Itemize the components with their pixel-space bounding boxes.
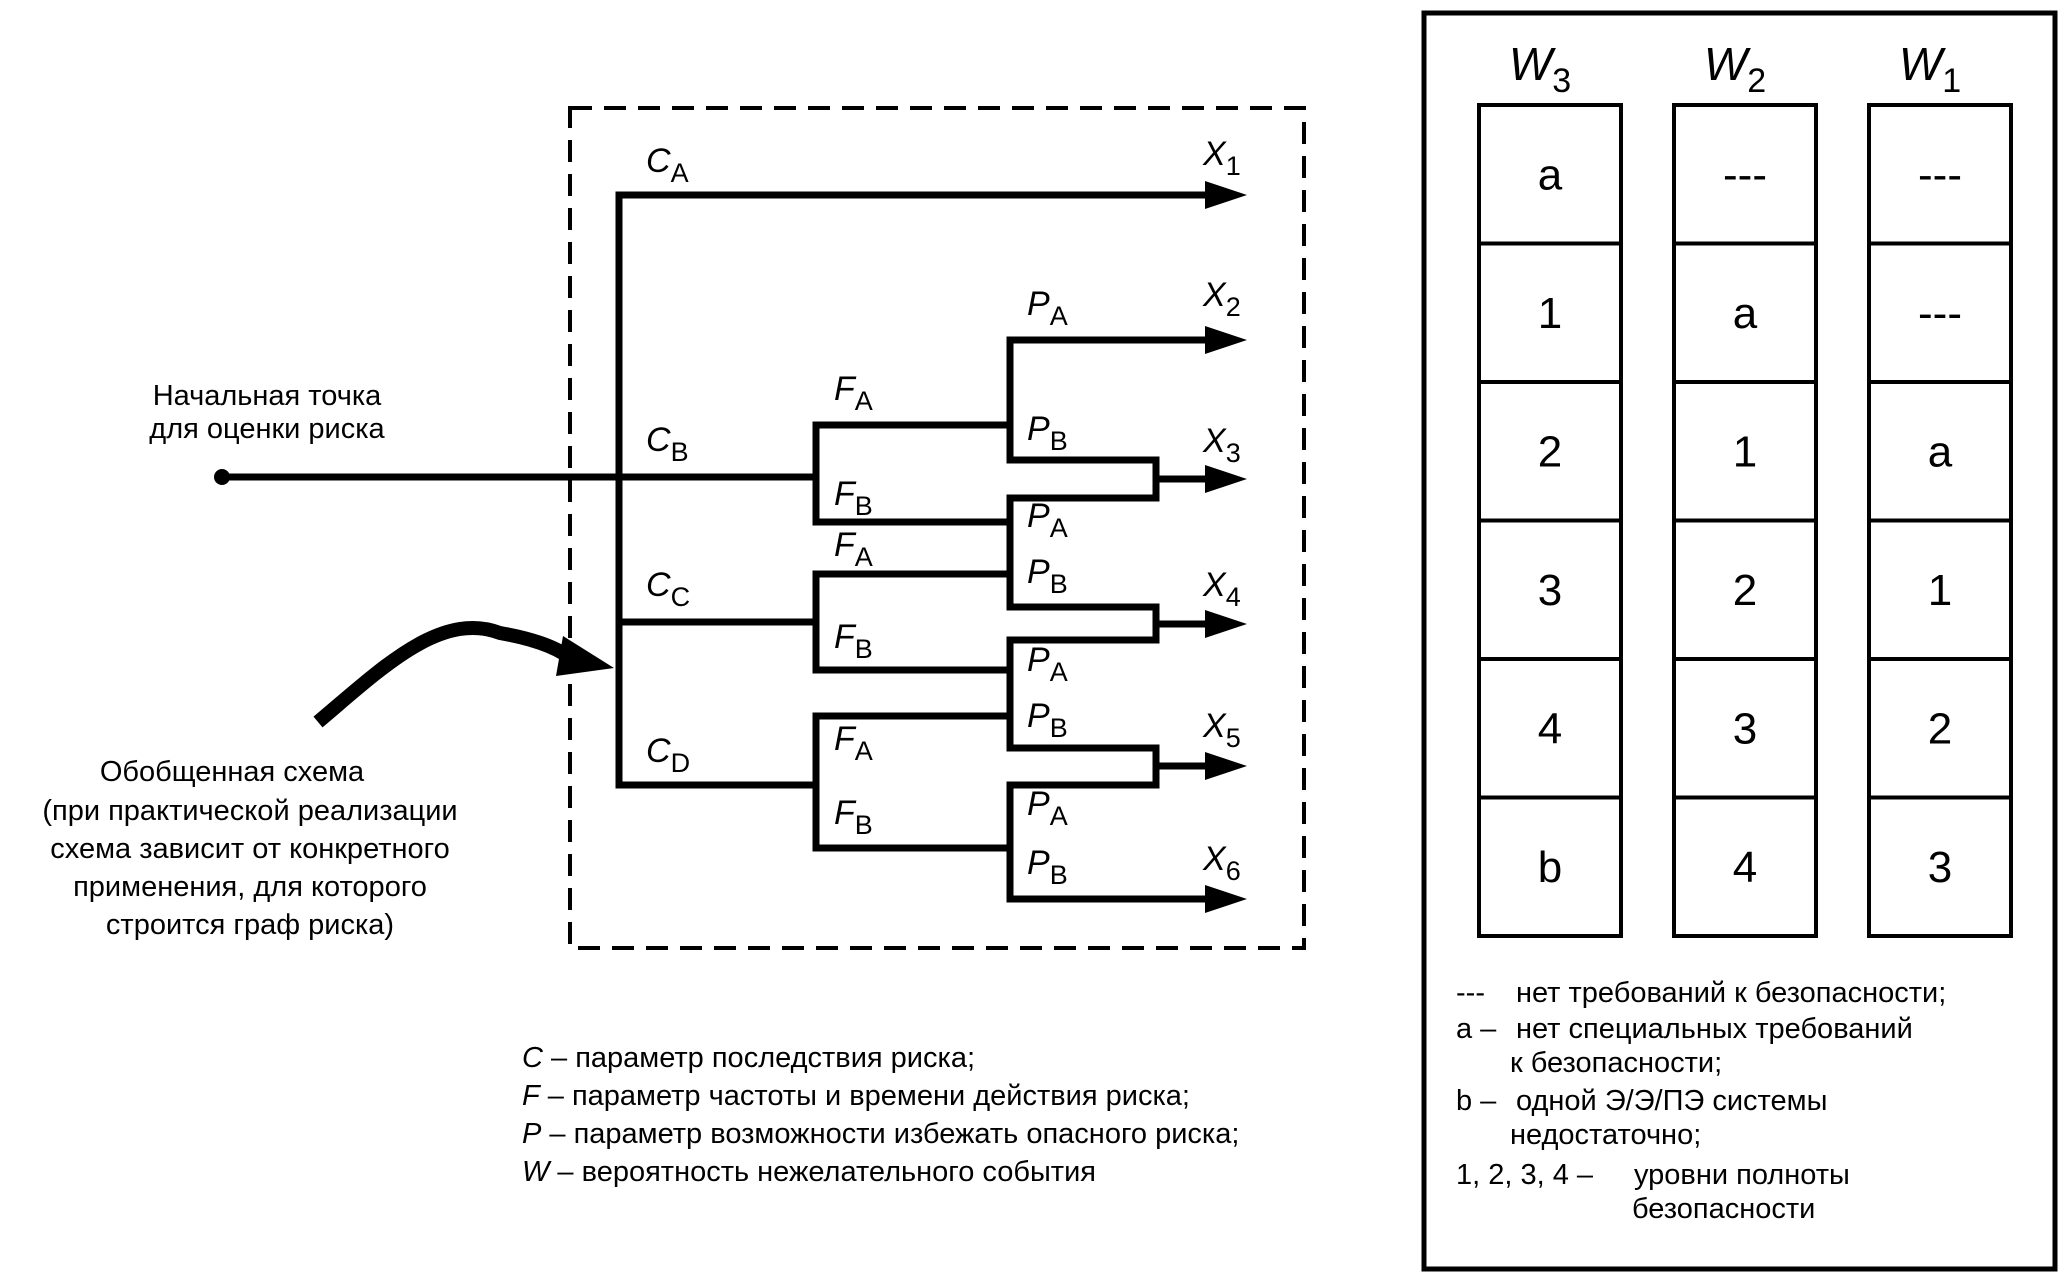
generalized-scheme-pointer-arrowhead-icon — [556, 636, 614, 676]
output-arrowheads — [1205, 181, 1247, 913]
w-table-cell — [1867, 795, 2013, 938]
w-table-cell-value: 3 — [1928, 843, 1952, 892]
w-table-cell-value: a — [1538, 150, 1563, 199]
label-pa: PA — [1027, 785, 1068, 831]
generalized-scheme-pointer-arrow — [313, 621, 580, 728]
label-cb: CB — [646, 421, 689, 467]
arrowhead-x2-icon — [1205, 326, 1247, 354]
legend-levels-cont: безопасности — [1632, 1193, 1815, 1225]
arrowhead-x4-icon — [1205, 610, 1247, 638]
w-table-cell-value: a — [1928, 427, 1953, 476]
arrowhead-x5-icon — [1205, 752, 1247, 780]
label-fb: FB — [834, 618, 873, 664]
w-table: W3 a 1 2 3 4 b W2 --- a 1 2 3 4 W1 --- --- a 1 2 3 — [1477, 38, 2013, 938]
f-split-cb — [812, 421, 1012, 526]
generalized-scheme-label-line: схема зависит от конкретного — [50, 833, 449, 865]
arrowhead-x6-icon — [1205, 885, 1247, 913]
label-fa: FA — [834, 720, 873, 766]
w-table-cell-value: --- — [1918, 150, 1962, 199]
legend-b-cont: недостаточно; — [1510, 1119, 1701, 1151]
label-x5: X5 — [1202, 707, 1241, 753]
w-column-header: W1 — [1899, 38, 1961, 100]
start-point-label-line-1: Начальная точка — [153, 380, 382, 412]
label-cd: CD — [646, 732, 690, 778]
generalized-scheme-label-line: Обобщенная схема — [100, 756, 365, 788]
legend-b: b –одной Э/Э/ПЭ системы — [1456, 1085, 1827, 1117]
p-split-2 — [1006, 494, 1160, 611]
w-table-legend: ---нет требований к безопасности; a –нет… — [1456, 977, 1946, 1225]
label-pa: PA — [1027, 285, 1068, 331]
w-table-cell — [1672, 795, 1818, 938]
label-x4: X4 — [1202, 566, 1241, 612]
label-ca: CA — [646, 142, 689, 188]
label-fa: FA — [834, 526, 873, 572]
p-split-1 — [1006, 336, 1212, 464]
w-table-cell-value: --- — [1723, 150, 1767, 199]
parameter-legend: C – параметр последствия риска; F – пара… — [522, 1042, 1239, 1188]
w-table-cell-value: 1 — [1928, 566, 1952, 615]
w-table-cell-value: 3 — [1538, 566, 1562, 615]
w-table-cell-value: 4 — [1733, 843, 1757, 892]
label-fa: FA — [834, 370, 873, 416]
w-column-header: W3 — [1509, 38, 1571, 100]
consequence-labels: CA CB CC CD — [646, 142, 690, 778]
label-cc: CC — [646, 566, 690, 612]
label-fb: FB — [834, 475, 873, 521]
legend-a-cont: к безопасности; — [1510, 1047, 1722, 1079]
w-table-cell-value: 3 — [1733, 704, 1757, 753]
label-x2: X2 — [1202, 276, 1241, 322]
p-split-3 — [1006, 636, 1160, 752]
w-table-cell-value: 4 — [1538, 704, 1562, 753]
generalized-scheme-label-line: применения, для которого — [73, 871, 427, 903]
w-table-cell-value: --- — [1918, 289, 1962, 338]
legend-p: P – параметр возможности избежать опасно… — [522, 1118, 1239, 1150]
f-split-cc — [812, 570, 1012, 674]
w-table-cell-value: 2 — [1538, 427, 1562, 476]
legend-c: C – параметр последствия риска; — [522, 1042, 975, 1074]
label-x3: X3 — [1202, 422, 1241, 468]
generalized-scheme-boundary — [568, 106, 1306, 950]
w-column-header: W2 — [1704, 38, 1766, 100]
w-table-cell-value: b — [1538, 843, 1562, 892]
f-split-cd — [812, 712, 1012, 852]
w-table-cell-value: a — [1733, 289, 1758, 338]
w-table-cell-value: 2 — [1928, 704, 1952, 753]
w-table-cell-value: 1 — [1538, 289, 1562, 338]
possibility-labels: PA PB PA PB PA PB PA PB — [1027, 285, 1068, 890]
p-split-4 — [1006, 781, 1212, 903]
w-table-panel — [1421, 10, 2058, 1272]
arrowhead-x1-icon — [1205, 181, 1247, 209]
legend-f: F – параметр частоты и времени действия … — [522, 1080, 1190, 1112]
w-table-cell — [1477, 795, 1623, 938]
output-labels: X1 X2 X3 X4 X5 X6 — [1202, 135, 1241, 886]
legend-levels: 1, 2, 3, 4 –уровни полноты — [1456, 1159, 1850, 1191]
risk-graph-branches — [218, 191, 1212, 903]
label-pb: PB — [1027, 697, 1068, 743]
generalized-scheme-label-line: строится граф риска) — [106, 909, 394, 941]
label-pb: PB — [1027, 410, 1068, 456]
frequency-labels: FA FB FA FB FA FB — [834, 370, 873, 840]
generalized-scheme-label-line: (при практической реализации — [42, 795, 457, 827]
label-pb: PB — [1027, 553, 1068, 599]
label-x1: X1 — [1202, 135, 1241, 181]
w-table-cell-value: 2 — [1733, 566, 1757, 615]
label-x6: X6 — [1202, 840, 1241, 886]
legend-no-requirements: ---нет требований к безопасности; — [1456, 977, 1946, 1009]
legend-w: W – вероятность нежелательного события — [522, 1156, 1096, 1188]
legend-a: a –нет специальных требований — [1456, 1013, 1913, 1045]
label-pa: PA — [1027, 497, 1068, 543]
w-table-cell-value: 1 — [1733, 427, 1757, 476]
generalized-scheme-label: Обобщенная схема (при практической реали… — [42, 756, 457, 941]
label-pb: PB — [1027, 844, 1068, 890]
label-fb: FB — [834, 794, 873, 840]
start-point-label-line-2: для оценки риска — [149, 413, 385, 445]
label-pa: PA — [1027, 641, 1068, 687]
arrowhead-x3-icon — [1205, 465, 1247, 493]
